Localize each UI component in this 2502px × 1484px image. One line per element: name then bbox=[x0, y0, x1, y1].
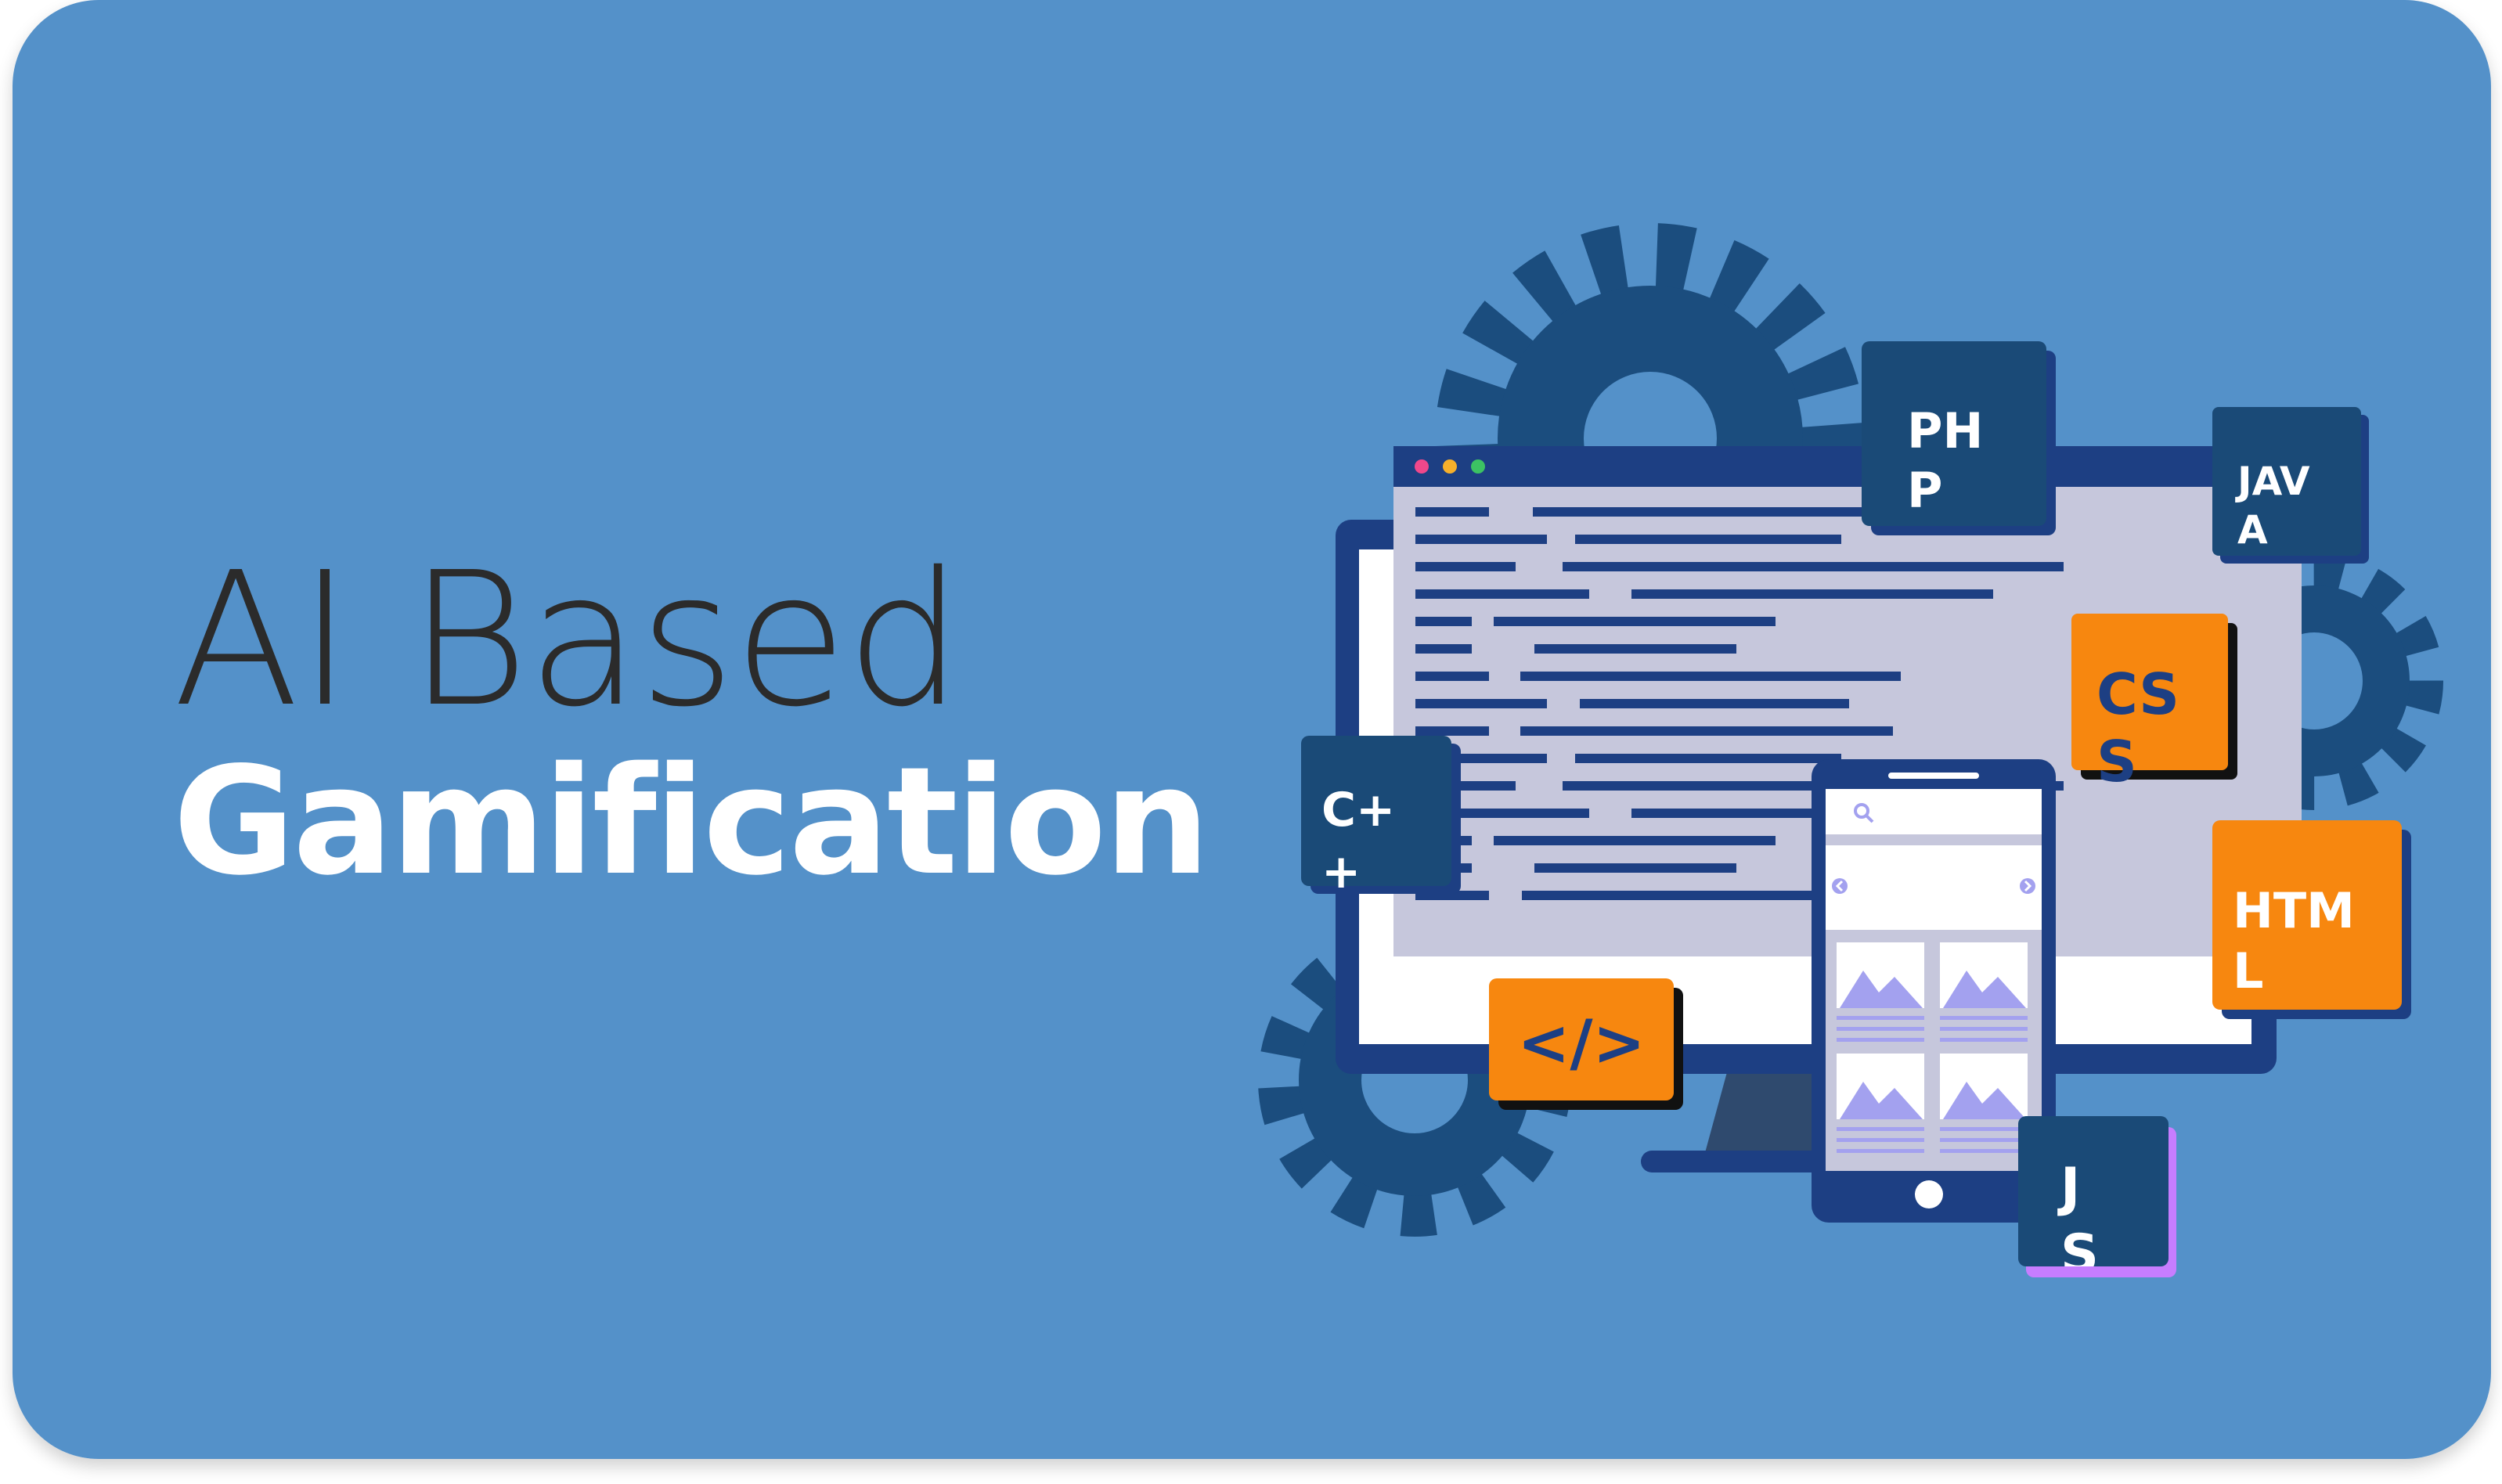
code-line bbox=[1580, 699, 1849, 708]
css-tag: CS S bbox=[2071, 614, 2237, 794]
code-line bbox=[1415, 672, 1489, 681]
window-minimize-dot[interactable] bbox=[1443, 459, 1457, 474]
code-line bbox=[1415, 562, 1516, 571]
code-line bbox=[1415, 617, 1472, 626]
code-line bbox=[1415, 589, 1589, 599]
phone-card-3[interactable] bbox=[1837, 1054, 1924, 1119]
code-line bbox=[1415, 507, 1489, 517]
php-tag-line-1: PH bbox=[1907, 402, 1983, 459]
code-line bbox=[1575, 754, 1841, 763]
code-line bbox=[1631, 589, 1993, 599]
code-line bbox=[1415, 535, 1547, 544]
window-close-dot[interactable] bbox=[1415, 459, 1429, 474]
code-line bbox=[1415, 726, 1489, 736]
html-tag: HTM L bbox=[2212, 820, 2411, 1019]
js-tag-line-1: J bbox=[2057, 1157, 2080, 1219]
code-line bbox=[1415, 644, 1472, 654]
code-line bbox=[1494, 617, 1776, 626]
phone-card-4[interactable] bbox=[1940, 1054, 2028, 1119]
code-line bbox=[1415, 699, 1547, 708]
css-tag-line-2: S bbox=[2096, 729, 2137, 794]
coding-illustration: PH P JAV A CS S C+ + HTM L bbox=[1258, 223, 2443, 1285]
java-tag: JAV A bbox=[2212, 407, 2369, 564]
code-line bbox=[1563, 562, 2064, 571]
phone-carousel-prev-icon[interactable] bbox=[1832, 878, 1848, 894]
cpp-tag: C+ + bbox=[1301, 736, 1461, 899]
js-tag: J S bbox=[2018, 1116, 2176, 1285]
phone-card-2[interactable] bbox=[1940, 942, 2028, 1008]
code-line bbox=[1520, 672, 1901, 681]
phone-card-1[interactable] bbox=[1837, 942, 1924, 1008]
code-line bbox=[1534, 863, 1736, 873]
code-brackets-tag: </> bbox=[1489, 978, 1683, 1110]
cpp-tag-line-2: + bbox=[1321, 845, 1361, 899]
js-tag-line-2: S bbox=[2060, 1223, 2099, 1285]
code-line bbox=[1575, 535, 1841, 544]
css-tag-line-1: CS bbox=[2096, 661, 2179, 727]
php-tag-line-2: P bbox=[1907, 462, 1942, 519]
headline-line-2: Gamification bbox=[173, 735, 1210, 908]
php-tag: PH P bbox=[1862, 341, 2056, 535]
headline-line-1: AI Based bbox=[173, 532, 963, 747]
code-line bbox=[1520, 726, 1893, 736]
phone-search-bar[interactable] bbox=[1844, 800, 2021, 825]
code-line bbox=[1534, 644, 1736, 654]
smartphone-icon bbox=[1812, 759, 2056, 1223]
html-tag-line-1: HTM bbox=[2233, 882, 2355, 939]
code-line bbox=[1494, 836, 1776, 845]
window-maximize-dot[interactable] bbox=[1471, 459, 1485, 474]
banner-card: AI Based Gamification bbox=[13, 0, 2491, 1459]
java-tag-line-1: JAV bbox=[2235, 459, 2310, 504]
code-brackets-label: </> bbox=[1517, 1007, 1645, 1079]
phone-carousel-next-icon[interactable] bbox=[2020, 878, 2035, 894]
code-line bbox=[1533, 507, 1877, 517]
html-tag-line-2: L bbox=[2233, 942, 2264, 1000]
search-icon bbox=[1854, 803, 1874, 823]
java-tag-line-2: A bbox=[2237, 507, 2268, 553]
cpp-tag-line-1: C+ bbox=[1321, 783, 1395, 837]
